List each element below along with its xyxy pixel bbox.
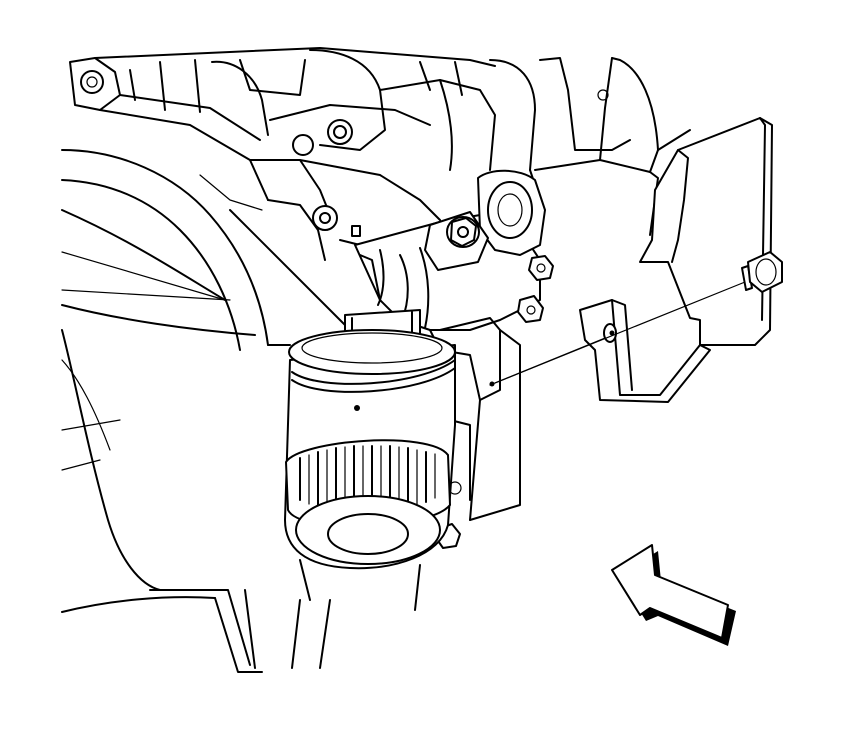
engine-block (61, 47, 691, 673)
bracket-bolt (489, 251, 783, 387)
oil-filter-adapter (354, 169, 554, 549)
oil-filter (244, 309, 456, 669)
heat-shield-bracket (579, 117, 773, 403)
view-direction-arrow (611, 544, 736, 646)
